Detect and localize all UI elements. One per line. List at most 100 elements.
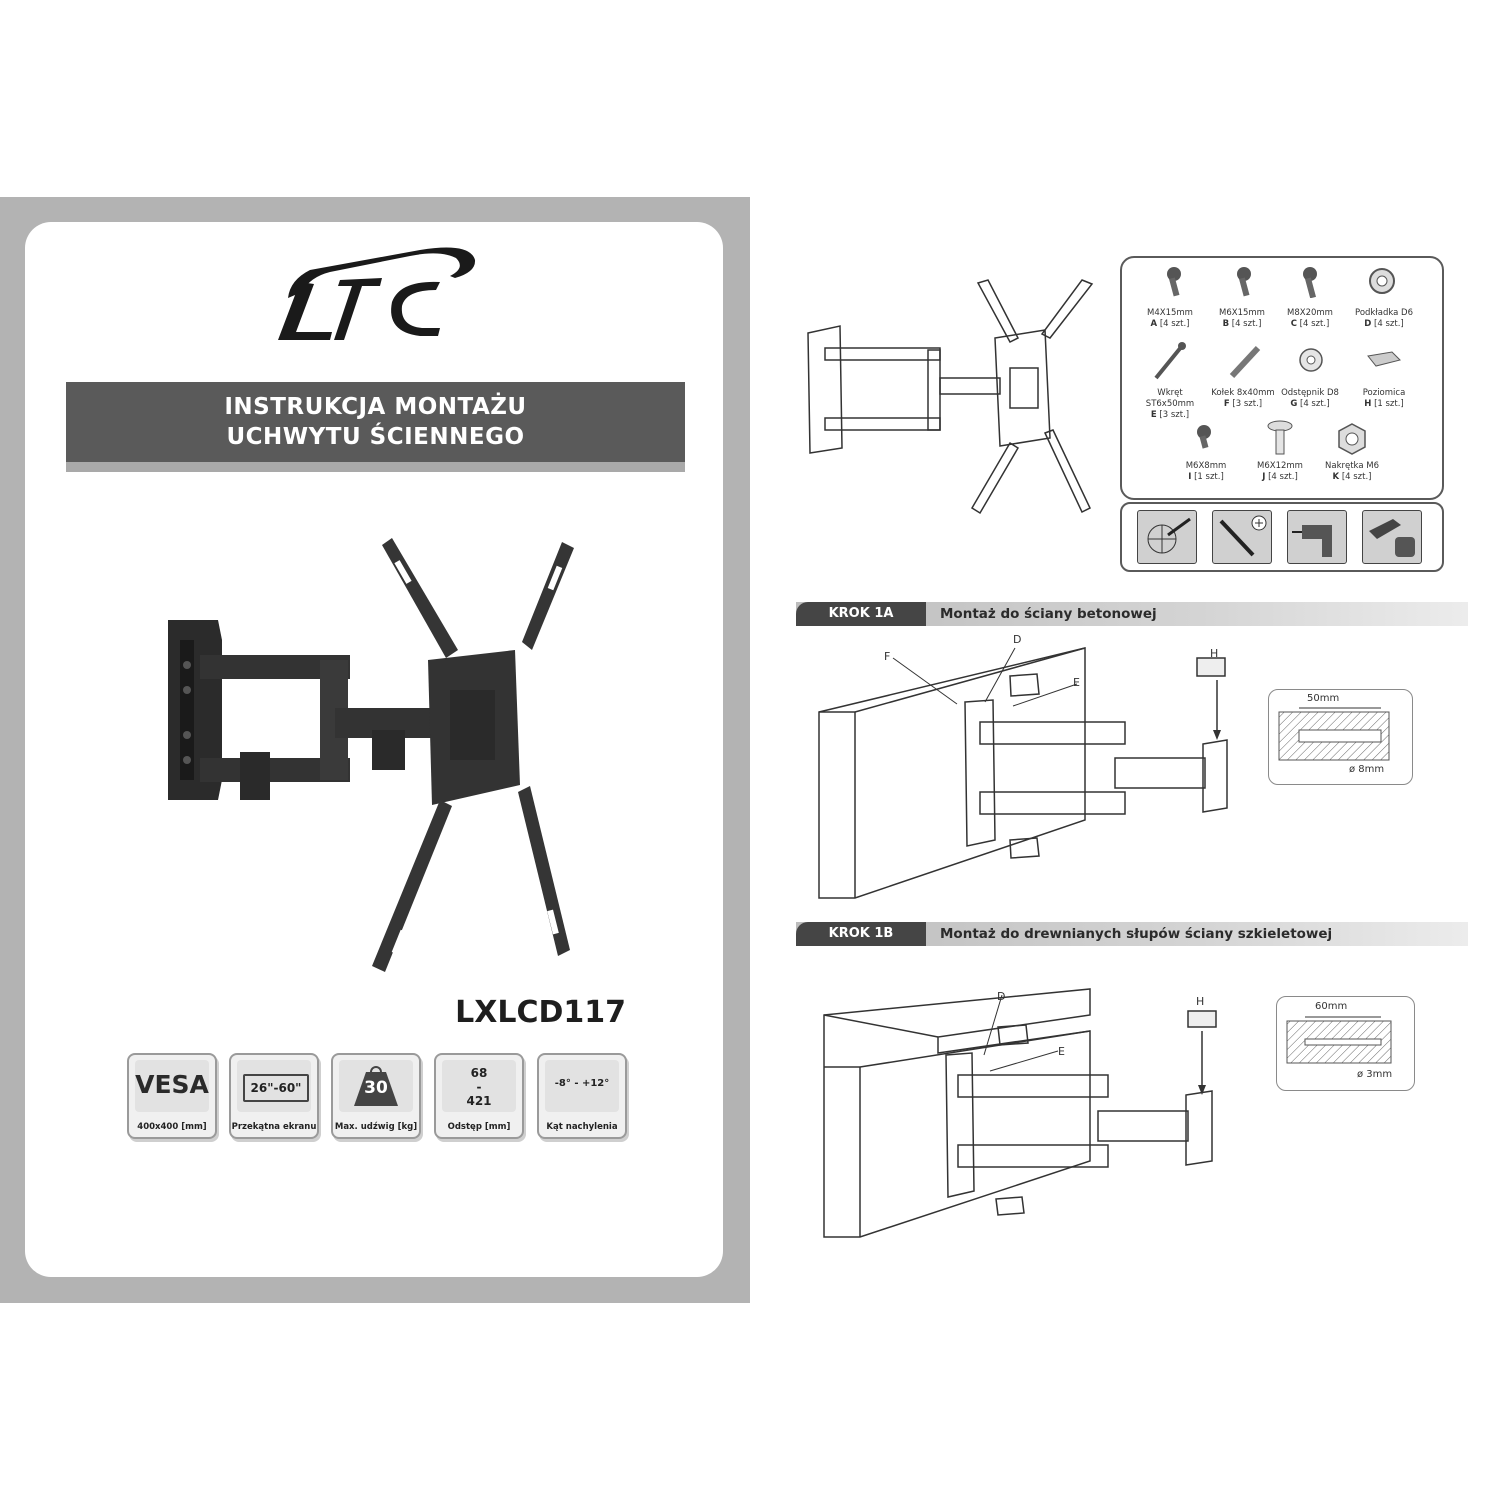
part-c-code: C — [1290, 319, 1297, 329]
part-j-size: M6X12mm — [1257, 461, 1303, 471]
step-1b-title: Montaż do drewnianych słupów ściany szki… — [940, 926, 1333, 942]
spec-vesa-value: VESA — [135, 1070, 209, 1099]
wall-plug-f-icon — [1229, 345, 1261, 379]
part-a-code: A — [1150, 319, 1158, 329]
part-f-size: Kołek 8x40mm — [1211, 388, 1275, 398]
step-1a-concrete-wall-drawing — [818, 647, 1228, 899]
tools-box — [1120, 502, 1444, 572]
title-underline — [66, 462, 685, 472]
part-b-qty: [4 szt.] — [1231, 319, 1262, 329]
distance-panel: 68 - 421 — [442, 1060, 516, 1112]
part-f-qty: [3 szt.] — [1232, 399, 1263, 409]
part-h-qty: [1 szt.] — [1374, 399, 1404, 409]
part-d-qty: [4 szt.] — [1374, 319, 1404, 329]
spec-vesa-label: 400x400 [mm] — [137, 1122, 207, 1132]
spec-distance: 68 - 421 Odstęp [mm] — [434, 1053, 524, 1139]
part-e-size: Wkręt ST6x50mm — [1145, 388, 1195, 409]
part-c-size: M8X20mm — [1287, 308, 1333, 318]
part-e-qty: [3 szt.] — [1159, 410, 1190, 420]
part-i-code: I — [1188, 472, 1192, 482]
part-g-code: G — [1290, 399, 1298, 409]
part-k-code: K — [1332, 472, 1340, 482]
title-band: INSTRUKCJA MONTAŻU UCHWYTU ŚCIENNEGO — [66, 382, 685, 462]
step-1a-tag: KROK 1A — [796, 602, 926, 626]
marking-pencil-icon — [1137, 510, 1197, 564]
step-1a-title: Montaż do ściany betonowej — [940, 606, 1157, 622]
step-1b-drill-detail: 60mm ø 3mm — [1276, 996, 1415, 1091]
spec-max-load-value: 30 — [364, 1078, 388, 1098]
part-e-code: E — [1150, 410, 1157, 420]
spec-screen-size: 26"-60" Przekątna ekranu — [229, 1053, 319, 1139]
part-k-qty: [4 szt.] — [1341, 472, 1372, 482]
step-1a-drill-detail: 50mm ø 8mm — [1268, 689, 1413, 785]
screw-i-icon — [1197, 425, 1211, 449]
step-1b-diameter: ø 3mm — [1357, 1069, 1393, 1080]
part-h-size: Poziomica — [1362, 388, 1406, 398]
washer-d-icon — [1369, 268, 1395, 294]
step-1a-label-d: D — [1013, 633, 1022, 646]
spec-tilt-value: -8° - +12° — [554, 1078, 610, 1089]
part-b-code: B — [1222, 319, 1230, 329]
drill-icon — [1287, 510, 1347, 564]
spirit-level-h-icon — [1367, 351, 1401, 367]
part-k-size: Nakrętka M6 — [1325, 461, 1379, 471]
part-g-size: Odstępnik D8 — [1281, 388, 1339, 398]
parts-list-box — [1120, 256, 1444, 500]
part-a-qty: [4 szt.] — [1159, 319, 1190, 329]
spec-screen-size-value: 26"-60" — [243, 1074, 309, 1102]
spec-tilt: -8° - +12° Kąt nachylenia — [537, 1053, 627, 1139]
screw-c-icon — [1303, 267, 1317, 298]
part-i-qty: [1 szt.] — [1194, 472, 1224, 482]
step-1a-label-f: F — [884, 650, 891, 663]
screw-b-icon — [1237, 267, 1251, 297]
pilot-hole-section — [1286, 1016, 1392, 1064]
spec-distance-max: 421 — [466, 1094, 492, 1108]
spacer-g-icon — [1299, 348, 1323, 372]
spec-max-load-label: Max. udźwig [kg] — [334, 1122, 418, 1132]
mount-overview-drawing — [807, 279, 1094, 515]
part-d-code: D — [1364, 319, 1372, 329]
spec-distance-sep: - — [476, 1080, 482, 1094]
screen-outline-icon: 26"-60" — [237, 1060, 311, 1112]
model-number: LXLCD117 — [455, 995, 626, 1030]
spec-tilt-label: Kąt nachylenia — [546, 1122, 618, 1132]
part-g-qty: [4 szt.] — [1300, 399, 1330, 409]
step-1b-tag: KROK 1B — [796, 922, 926, 946]
part-i-size: M6X8mm — [1185, 461, 1227, 471]
wall-mount-illustration — [168, 538, 574, 972]
part-b-size: M6X15mm — [1219, 308, 1265, 318]
title-line-2: UCHWYTU ŚCIENNEGO — [226, 424, 525, 450]
step-1a-header: KROK 1A Montaż do ściany betonowej — [796, 602, 1468, 626]
tilt-arrows-icon: -8° - +12° — [545, 1060, 619, 1112]
step-1a-label-h: H — [1210, 647, 1219, 660]
part-c-qty: [4 szt.] — [1299, 319, 1330, 329]
spec-distance-label: Odstęp [mm] — [447, 1122, 511, 1132]
spec-vesa-panel: VESA — [135, 1060, 209, 1112]
step-1a-diameter: ø 8mm — [1349, 764, 1385, 775]
part-d-size: Podkładka D6 — [1355, 308, 1413, 318]
wood-screw-e-icon — [1154, 342, 1186, 380]
weight-icon: 30 — [339, 1060, 413, 1112]
nut-k-icon — [1338, 423, 1366, 455]
spec-vesa: VESA 400x400 [mm] — [127, 1053, 217, 1139]
part-a-size: M4X15mm — [1147, 308, 1193, 318]
bolt-j-icon — [1267, 420, 1293, 455]
part-j-code: J — [1262, 472, 1266, 482]
step-1b-label-d: D — [997, 990, 1006, 1003]
spec-screen-size-label: Przekątna ekranu — [231, 1122, 317, 1132]
step-1b-wood-stud-wall-drawing — [823, 988, 1217, 1238]
part-f-code: F — [1223, 399, 1230, 409]
spec-max-load: 30 Max. udźwig [kg] — [331, 1053, 421, 1139]
title-line-1: INSTRUKCJA MONTAŻU — [224, 394, 527, 420]
tape-measure-icon — [1362, 510, 1422, 564]
